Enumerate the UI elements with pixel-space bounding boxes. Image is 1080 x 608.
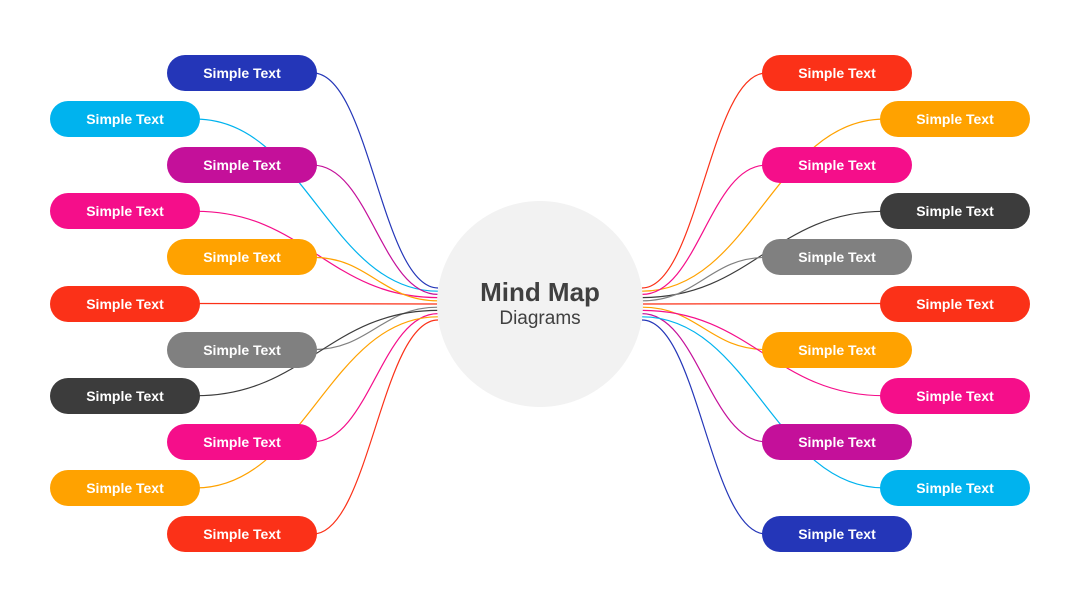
right-branch-node: Simple Text <box>762 147 912 184</box>
right-branch-node: Simple Text <box>762 239 912 276</box>
right-connector-line <box>641 72 767 289</box>
central-node: Mind Map Diagrams <box>437 201 643 407</box>
left-branch-node: Simple Text <box>167 331 317 368</box>
right-branch-node: Simple Text <box>762 55 912 91</box>
right-connector-line <box>641 313 767 443</box>
right-branch-node: Simple Text <box>762 516 912 552</box>
right-connector-line <box>641 164 767 295</box>
right-connector-line <box>641 316 885 489</box>
left-branch-node: Simple Text <box>50 101 200 138</box>
right-connector-line <box>641 302 885 305</box>
left-connector-line <box>195 309 439 397</box>
right-branch-node: Simple Text <box>880 377 1030 414</box>
left-branch-node: Simple Text <box>167 55 317 91</box>
left-connector-line <box>312 313 439 443</box>
left-branch-node: Simple Text <box>167 516 317 552</box>
right-branch-node: Simple Text <box>880 469 1030 506</box>
left-branch-node: Simple Text <box>50 377 200 414</box>
right-connector-line <box>641 306 767 351</box>
left-connector-line <box>312 72 439 289</box>
right-connector-line <box>641 256 767 302</box>
central-node-title: Mind Map <box>480 277 600 307</box>
right-branch-node: Simple Text <box>880 285 1030 322</box>
left-connector-line <box>195 118 439 292</box>
right-branch-node: Simple Text <box>762 331 912 368</box>
central-node-subtitle: Diagrams <box>499 308 581 329</box>
left-branch-node: Simple Text <box>50 193 200 230</box>
left-branch-node: Simple Text <box>50 469 200 506</box>
right-connector-line <box>641 319 767 535</box>
left-connector-line <box>312 256 439 302</box>
left-connector-line <box>312 306 439 351</box>
left-branch-node: Simple Text <box>167 423 317 460</box>
right-connector-line <box>641 118 885 292</box>
left-connector-line <box>312 319 439 535</box>
left-connector-line <box>312 164 439 295</box>
right-branch-node: Simple Text <box>762 423 912 460</box>
left-branch-node: Simple Text <box>167 239 317 276</box>
left-branch-node: Simple Text <box>50 285 200 322</box>
right-branch-node: Simple Text <box>880 101 1030 138</box>
left-connector-line <box>195 316 439 489</box>
right-branch-node: Simple Text <box>880 193 1030 230</box>
left-connector-line <box>195 302 439 305</box>
left-branch-node: Simple Text <box>167 147 317 184</box>
left-connector-line <box>195 210 439 299</box>
